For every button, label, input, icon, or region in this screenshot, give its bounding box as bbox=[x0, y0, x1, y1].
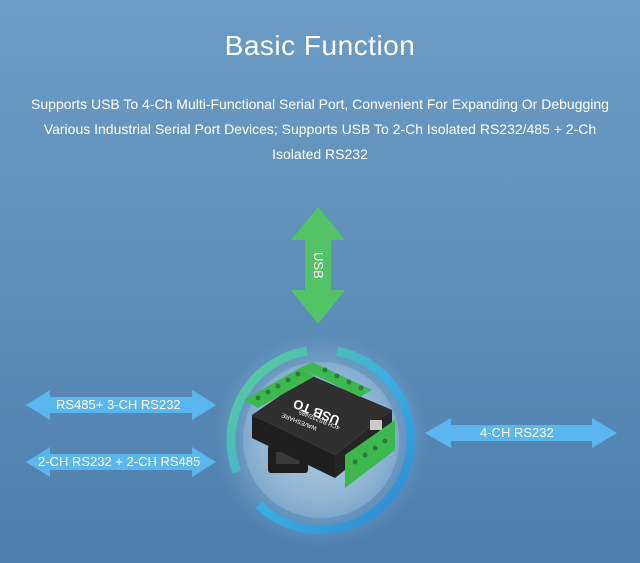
device-image: USB TO 4CH RS232/485 WAVESHARE bbox=[244, 362, 395, 488]
usb-label: USB bbox=[311, 252, 326, 279]
description-line-2: Various Industrial Serial Port Devices; … bbox=[43, 121, 597, 137]
rs485-3ch-label: RS485+ 3-CH RS232 bbox=[56, 397, 181, 412]
arrow-right bbox=[425, 418, 617, 448]
description-line-3: Isolated RS232 bbox=[272, 146, 368, 162]
device-ring bbox=[226, 345, 416, 535]
description-line-1: Supports USB To 4-Ch Multi-Functional Se… bbox=[31, 96, 609, 112]
arrow-left-top bbox=[26, 390, 216, 420]
arrow-left-bottom bbox=[26, 447, 216, 477]
2ch-rs232-rs485-label: 2-CH RS232 + 2-CH RS485 bbox=[38, 454, 201, 469]
description: Supports USB To 4-Ch Multi-Functional Se… bbox=[0, 92, 640, 167]
page-title: Basic Function bbox=[224, 30, 416, 61]
4ch-rs232-label: 4-CH RS232 bbox=[480, 425, 554, 440]
usb-arrow bbox=[291, 207, 345, 324]
